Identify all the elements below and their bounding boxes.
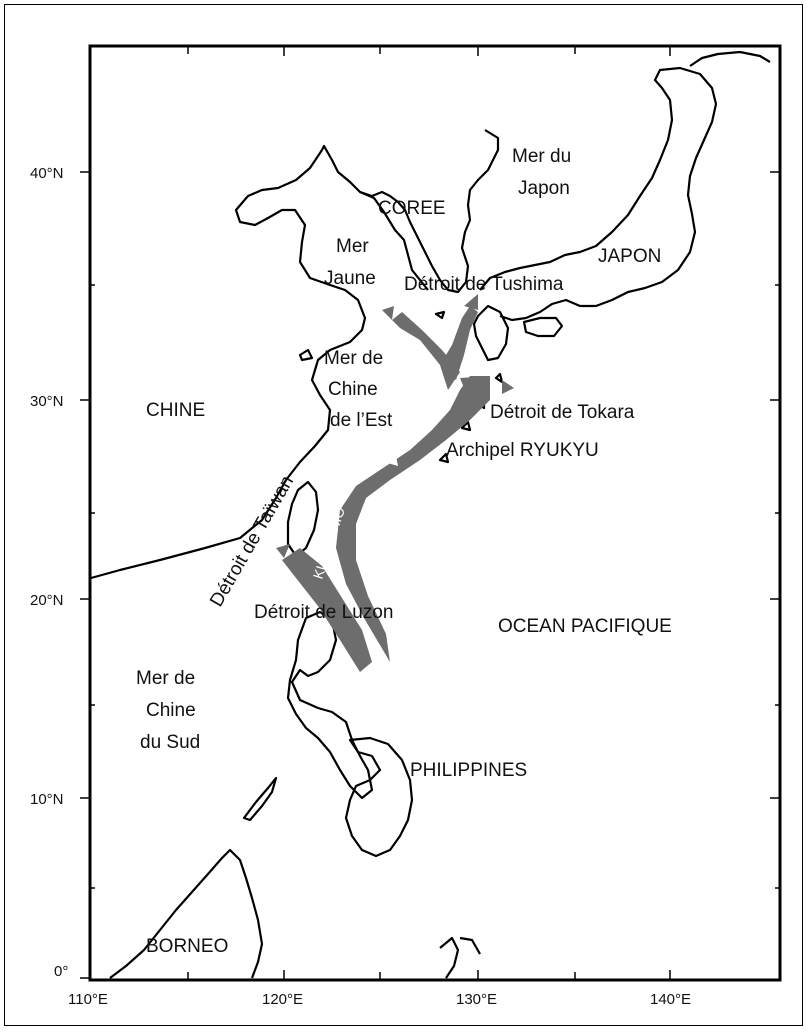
current-tokara-fork bbox=[460, 376, 490, 402]
lon-label-140: 140°E bbox=[650, 991, 691, 1008]
kuroshio-current bbox=[276, 294, 514, 688]
label-coree: COREE bbox=[378, 198, 446, 219]
hokkaido-coast bbox=[689, 50, 771, 67]
lon-label-110: 110°E bbox=[68, 991, 108, 1008]
label-detroit-luzon: Détroit de Luzon bbox=[254, 602, 393, 623]
label-mer-du-japon-2: Japon bbox=[518, 178, 570, 199]
lat-label-40: 40°N bbox=[30, 165, 64, 182]
current-tushima-fork bbox=[440, 306, 478, 380]
arrow-mer-jaune bbox=[382, 306, 394, 320]
label-detroit-taiwan: Détroit de Taïwan bbox=[206, 472, 298, 610]
lat-label-10: 10°N bbox=[30, 791, 64, 808]
label-scs-1: Mer de bbox=[136, 668, 195, 689]
coastlines bbox=[90, 50, 771, 979]
kyushu-coast bbox=[472, 304, 510, 362]
label-ryukyu: Archipel RYUKYU bbox=[446, 440, 599, 461]
label-ecs-3: de l’Est bbox=[330, 410, 393, 431]
label-chine: CHINE bbox=[146, 400, 205, 421]
arrow-tokara bbox=[502, 380, 514, 394]
visayas-coast bbox=[344, 736, 414, 858]
lon-ticks bbox=[187, 46, 671, 980]
label-japon: JAPON bbox=[598, 246, 661, 267]
label-mer-jaune-1: Mer bbox=[336, 236, 369, 257]
label-ecs-2: Chine bbox=[328, 379, 378, 400]
label-ocean-pacifique: OCEAN PACIFIQUE bbox=[498, 616, 672, 637]
current-luzon-branch bbox=[282, 548, 372, 672]
current-main-trunk bbox=[336, 376, 490, 688]
label-scs-2: Chine bbox=[146, 700, 196, 721]
arrow-taiwan bbox=[276, 544, 290, 558]
korea-coast bbox=[359, 190, 429, 291]
borneo-coast bbox=[109, 848, 264, 979]
place-labels: Mer du Japon COREE JAPON Mer Jaune Détro… bbox=[136, 146, 672, 957]
label-borneo: BORNEO bbox=[146, 936, 228, 957]
lon-label-120: 120°E bbox=[262, 991, 303, 1008]
lat-label-20: 20°N bbox=[30, 592, 64, 609]
china-coast bbox=[90, 129, 500, 580]
sulawesi-coast bbox=[439, 936, 481, 979]
lat-ticks bbox=[80, 171, 780, 979]
label-ecs-1: Mer de bbox=[324, 348, 383, 369]
label-scs-3: du Sud bbox=[140, 732, 200, 753]
lat-label-0: 0° bbox=[54, 963, 68, 980]
flow-arrow-2 bbox=[366, 662, 378, 674]
arrow-tushima bbox=[464, 294, 478, 310]
lat-labels: 40°N 30°N 20°N 10°N 0° bbox=[30, 165, 68, 980]
luzon-coast bbox=[286, 610, 374, 800]
lon-label-130: 130°E bbox=[456, 991, 497, 1008]
lat-label-30: 30°N bbox=[30, 393, 64, 410]
lon-labels: 110°E 120°E 130°E 140°E bbox=[68, 991, 691, 1008]
label-mer-jaune-2: Jaune bbox=[324, 268, 376, 289]
flow-arrow-1 bbox=[384, 456, 398, 466]
label-detroit-tushima: Détroit de Tushima bbox=[404, 274, 564, 295]
label-detroit-tokara: Détroit de Tokara bbox=[490, 402, 635, 423]
label-mer-du-japon-1: Mer du bbox=[512, 146, 571, 167]
page-frame bbox=[4, 4, 803, 1026]
palawan-coast bbox=[242, 776, 278, 822]
taiwan-coast bbox=[286, 480, 320, 558]
label-philippines: PHILIPPINES bbox=[410, 760, 527, 781]
map-frame bbox=[88, 44, 782, 982]
shikoku-coast bbox=[522, 316, 564, 338]
current-north-fork bbox=[392, 312, 460, 390]
japan-coast bbox=[479, 66, 718, 322]
